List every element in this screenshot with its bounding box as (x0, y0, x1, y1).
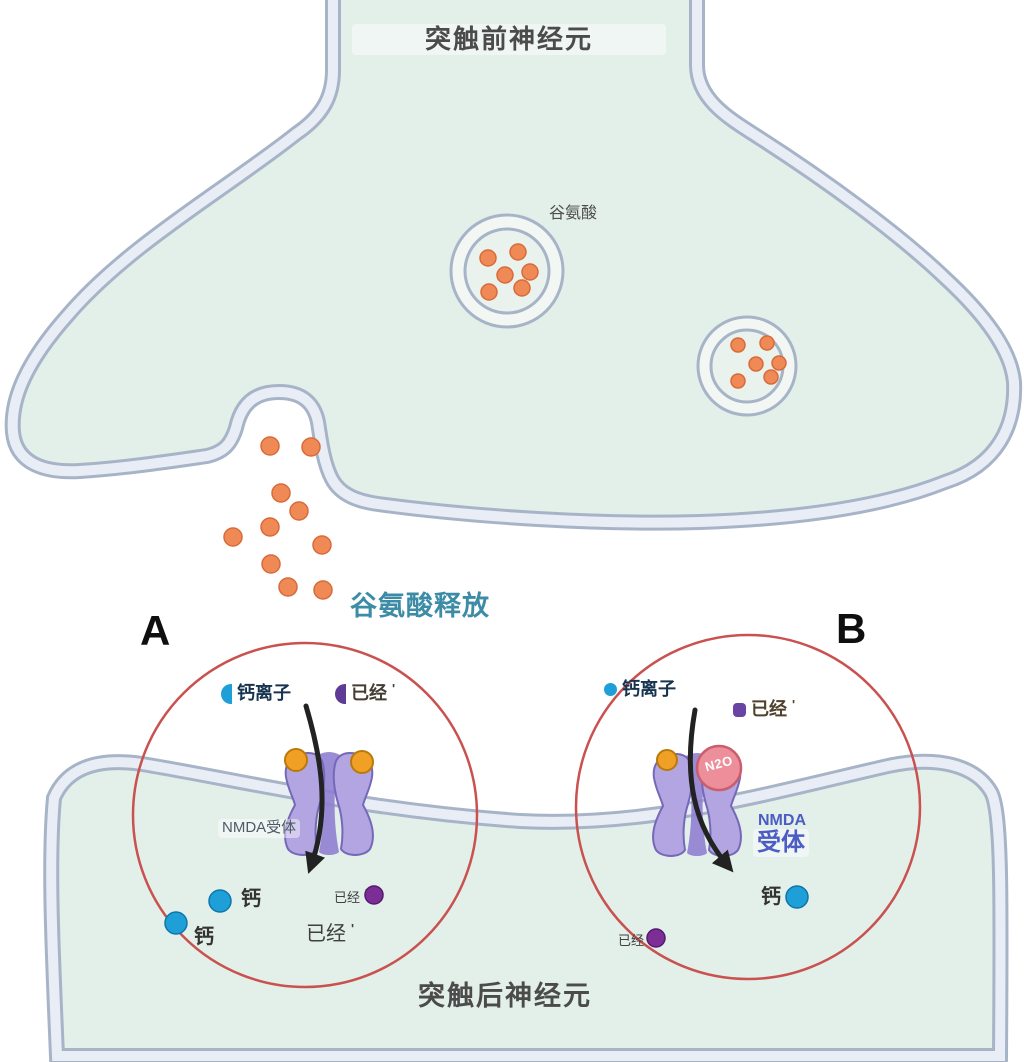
calcium-flow-arrow-b (687, 707, 734, 873)
nmda-label-b-line2: 受体 (753, 829, 809, 858)
calcium-ion-icon (221, 684, 232, 704)
synaptic-vesicle-2 (696, 315, 798, 417)
magnesium-ion-icon (335, 684, 346, 704)
nmda-receptor-a (284, 748, 374, 856)
calcium-ion-label-b: 钙离子 (622, 679, 676, 699)
glutamate-dot (479, 249, 497, 267)
postsynaptic-cell-body (51, 761, 1001, 1056)
nmda-receptor-label-a: NMDA受体 (218, 819, 301, 838)
prime-mark: ' (792, 696, 796, 712)
calcium-ion (785, 885, 809, 909)
magnesium-ion-icon (733, 702, 746, 717)
magnesium-ion (646, 928, 666, 948)
glutamate-dot (260, 517, 280, 537)
calcium-ion (164, 911, 188, 935)
glutamate-dot (312, 535, 332, 555)
glutamate-dot (521, 263, 539, 281)
presynaptic-membrane-band (7, 0, 1020, 528)
glutamate-binding-site (284, 748, 308, 772)
calcium-label-b: 钙 (761, 886, 781, 908)
glutamate-dot (289, 501, 309, 521)
panel-b-label: B (836, 605, 867, 652)
presynaptic-title: 突触前神经元 (352, 24, 666, 55)
calcium-label-a1: 钙 (241, 888, 261, 910)
postsynaptic-membrane-band (46, 756, 1006, 1061)
blocker-small-label-b: 已经 (618, 933, 645, 948)
magnesium-ion (364, 885, 384, 905)
glutamate-dot (223, 527, 243, 547)
calcium-ion-icon (604, 683, 617, 697)
calcium-ion (208, 889, 232, 913)
panel-a-label: A (140, 607, 171, 654)
blocker-label-b: 已经 (751, 699, 787, 719)
glutamate-dot (313, 580, 333, 600)
glutamate-dot (509, 243, 527, 261)
blocker-legend-a: 已经 ' (335, 680, 396, 704)
blocker-legend-b: 已经 ' (733, 696, 796, 720)
prime-mark: ' (351, 920, 355, 936)
glutamate-binding-site (350, 750, 374, 774)
prime-mark: ' (365, 887, 368, 899)
glutamate-dot (748, 356, 764, 372)
calcium-ion-legend-a: 钙离子 (221, 683, 291, 704)
glutamate-dot (513, 279, 531, 297)
zoom-circle-a (131, 641, 479, 989)
n2o-molecule (695, 744, 743, 792)
postsynaptic-title: 突触后神经元 (418, 981, 592, 1011)
glutamate-dot (730, 337, 746, 353)
glutamate-dot (763, 369, 779, 385)
blocker-big-label-a: 已经 (306, 923, 346, 945)
glutamate-vesicle-label: 谷氨酸 (549, 205, 598, 222)
calcium-flow-arrow-a (303, 703, 326, 874)
glutamate-dot (771, 355, 787, 371)
glutamate-dot (759, 335, 775, 351)
blocker-small-label-a: 已经 (334, 890, 361, 905)
calcium-ion-label-a: 钙离子 (237, 683, 291, 704)
nmda-label-b-line1: NMDA (758, 812, 806, 829)
blocker-label-a: 已经 (351, 683, 387, 704)
glutamate-dot (301, 437, 321, 457)
glutamate-binding-site (656, 749, 678, 771)
calcium-label-a2: 钙 (194, 926, 214, 948)
glutamate-dot (261, 554, 281, 574)
glutamate-dot (730, 373, 746, 389)
glutamate-dot (278, 577, 298, 597)
glutamate-dot (480, 283, 498, 301)
glutamate-dot (260, 436, 280, 456)
released-glutamate-dots (223, 436, 333, 600)
blocker-small-a: 已经 ' (334, 887, 368, 905)
postsynaptic-neuron-shape (43, 753, 1009, 1062)
glutamate-dot (271, 483, 291, 503)
calcium-ion-legend-b: 钙离子 (604, 679, 676, 700)
synaptic-vesicle-1 (449, 213, 565, 329)
zoom-circle-b (574, 633, 922, 981)
prime-mark: ' (392, 680, 396, 696)
glutamate-dot (496, 266, 514, 284)
glutamate-release-label: 谷氨酸释放 (350, 591, 490, 621)
blocker-big-a: 已经 ' (306, 920, 355, 945)
